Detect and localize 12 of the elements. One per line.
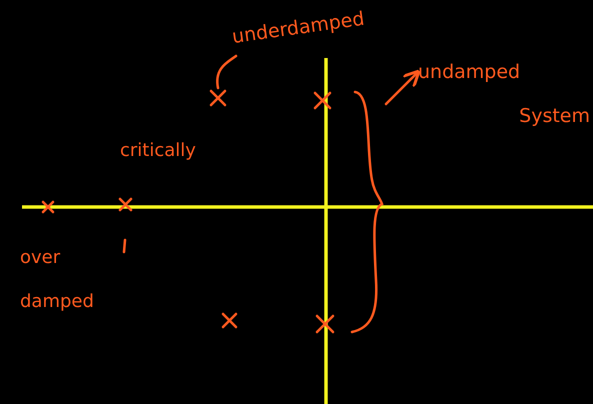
pole-mark (314, 92, 331, 109)
connector-line (216, 54, 238, 90)
pole-mark (42, 201, 54, 213)
pole-mark (222, 313, 237, 328)
handwritten-label: critically (120, 138, 240, 164)
handwritten-label: over damped (20, 236, 110, 324)
arrow (384, 69, 421, 106)
curly-brace (350, 90, 386, 335)
pole-mark (119, 198, 132, 211)
handwritten-label: undamped System (418, 50, 590, 138)
pole-mark (210, 90, 226, 106)
pole-mark (316, 315, 334, 333)
